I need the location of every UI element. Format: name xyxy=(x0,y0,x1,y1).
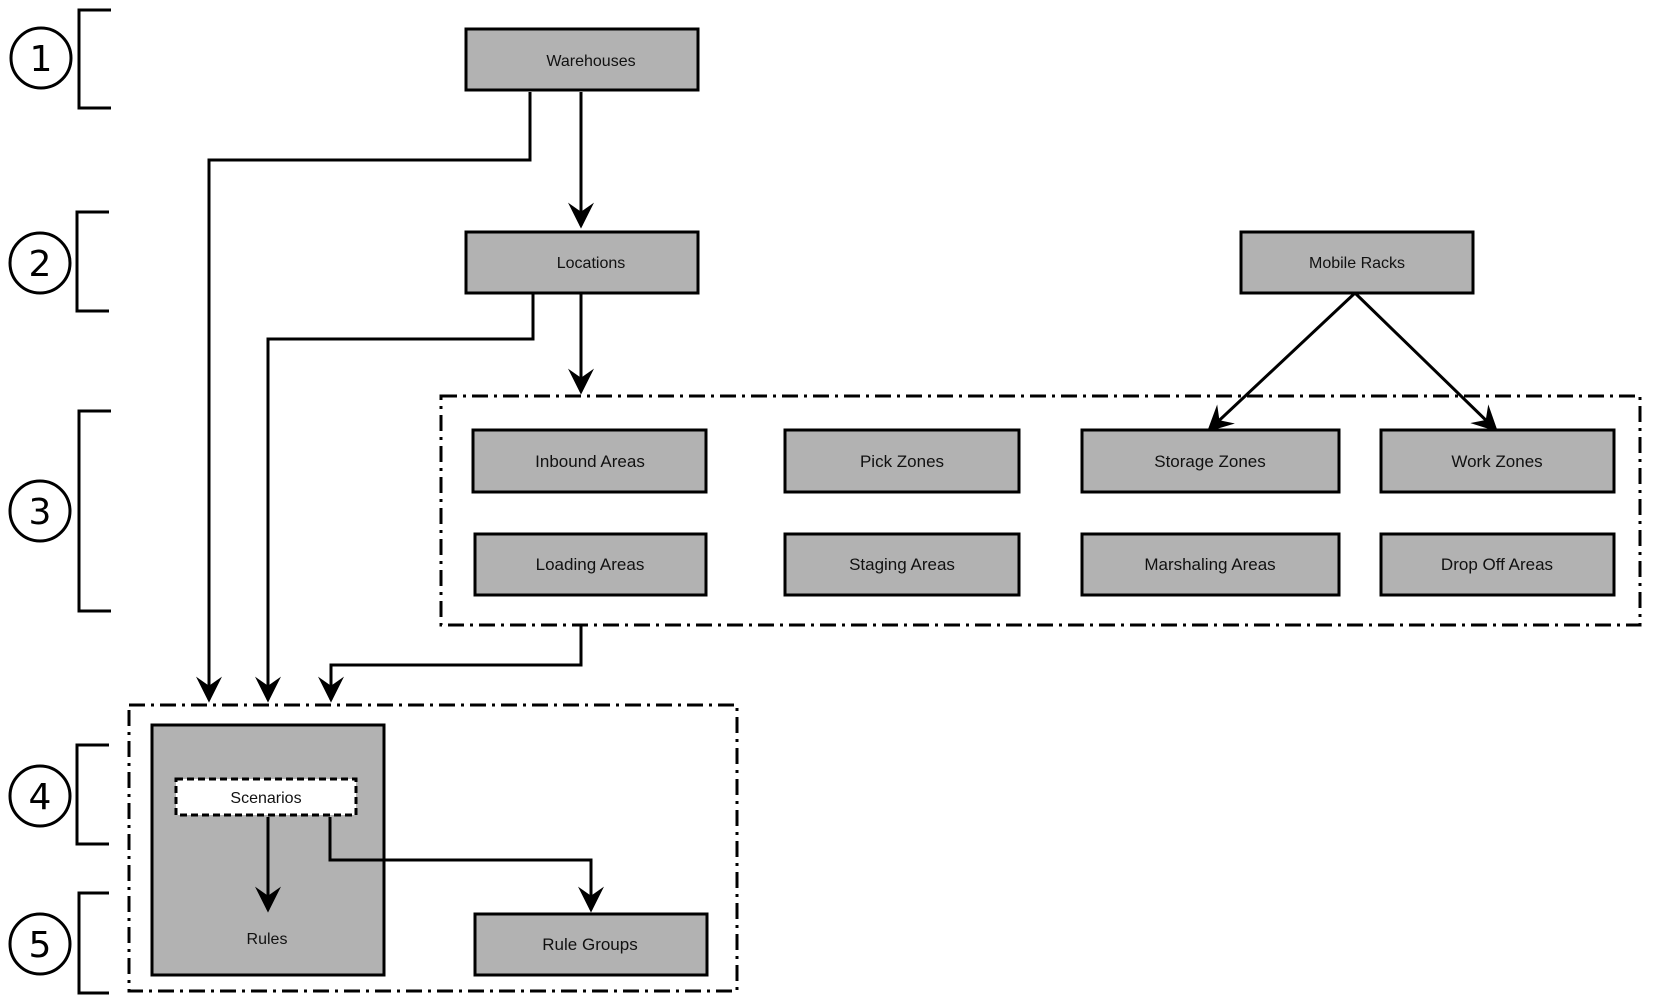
level-marker-5: 5 xyxy=(8,891,109,995)
node-label: Drop Off Areas xyxy=(1441,555,1553,574)
node-mobile-racks: Mobile Racks xyxy=(1239,230,1475,295)
level-marker-4: 4 xyxy=(8,743,109,846)
node-inbound-areas: Inbound Areas xyxy=(471,428,708,494)
node-locations: Locations xyxy=(464,230,700,295)
node-label: Inbound Areas xyxy=(535,452,645,471)
arrow-areas-to-rules xyxy=(318,626,583,703)
node-rule-groups: Rule Groups xyxy=(473,912,709,977)
node-storage-zones: Storage Zones xyxy=(1080,428,1341,494)
node-staging-areas: Staging Areas xyxy=(783,532,1021,597)
arrow-locations-to-rules xyxy=(255,293,535,703)
node-label: Pick Zones xyxy=(860,452,944,471)
level-number-3: 3 xyxy=(29,492,52,533)
node-label: Locations xyxy=(557,255,626,272)
node-label: Storage Zones xyxy=(1154,452,1266,471)
level-marker-1: 1 xyxy=(9,8,111,110)
level-number-5: 5 xyxy=(29,925,52,966)
level-marker-3: 3 xyxy=(8,409,111,613)
node-loading-areas: Loading Areas xyxy=(473,532,708,597)
node-label: Marshaling Areas xyxy=(1144,555,1275,574)
node-pick-zones: Pick Zones xyxy=(783,428,1021,494)
node-warehouses: Warehouses xyxy=(464,27,700,92)
level-number-2: 2 xyxy=(29,244,52,285)
node-label: Rule Groups xyxy=(542,935,637,954)
arrow-mobile-racks-to-storage-zones xyxy=(1207,291,1357,432)
node-label: Scenarios xyxy=(230,790,301,807)
level-marker-2: 2 xyxy=(8,210,109,313)
connectors xyxy=(196,92,1498,703)
node-work-zones: Work Zones xyxy=(1379,428,1616,494)
node-label: Warehouses xyxy=(546,53,635,70)
node-label: Loading Areas xyxy=(536,555,645,574)
area-zone-group xyxy=(439,394,1642,627)
node-marshaling-areas: Marshaling Areas xyxy=(1080,532,1341,597)
arrow-mobile-racks-to-work-zones xyxy=(1353,291,1498,432)
level-number-4: 4 xyxy=(29,777,52,818)
node-label: Work Zones xyxy=(1451,452,1542,471)
node-label: Rules xyxy=(247,931,288,948)
level-number-1: 1 xyxy=(30,39,53,80)
node-label: Mobile Racks xyxy=(1309,255,1405,272)
node-drop-off-areas: Drop Off Areas xyxy=(1379,532,1616,597)
scenario-rule-group xyxy=(127,703,739,993)
node-scenarios: Scenarios xyxy=(174,777,358,817)
arrow-warehouses-to-rules xyxy=(196,92,532,703)
arrow-scenarios-to-rule-groups xyxy=(328,817,604,913)
node-label: Staging Areas xyxy=(849,555,955,574)
